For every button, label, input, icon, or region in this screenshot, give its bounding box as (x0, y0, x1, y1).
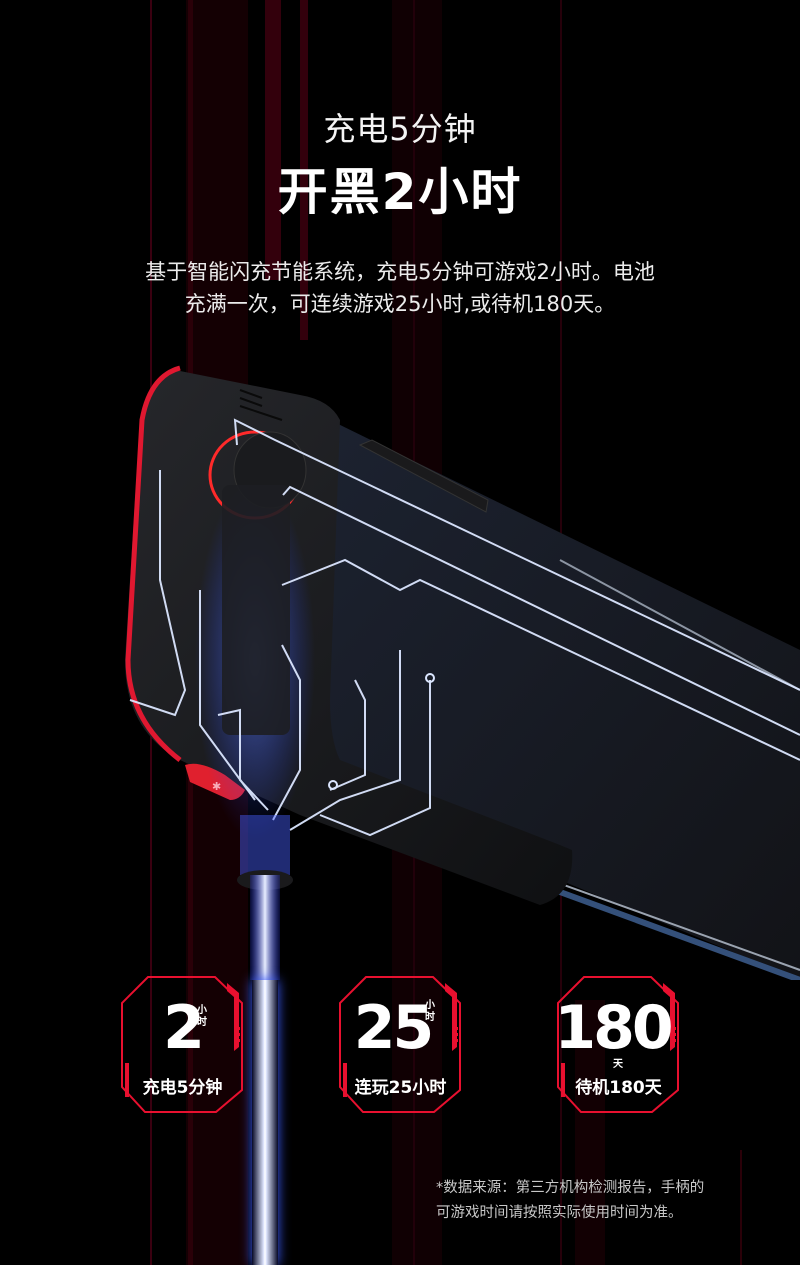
hud-frame-icon (121, 976, 243, 1113)
gamepad-illustration: ✱ (125, 365, 800, 985)
charging-cable-beam (252, 980, 278, 1265)
hud-frame-icon (339, 976, 461, 1113)
product-image: ✱ (0, 350, 800, 985)
stat-value: 25 (353, 993, 435, 1063)
stat-unit: 小时 (425, 1000, 435, 1023)
description-line-1: 基于智能闪充节能系统，充电5分钟可游戏2小时。电池 (145, 260, 655, 284)
stat-value: 2 (163, 993, 205, 1063)
description-line-2: 充满一次，可连续游戏25小时,或待机180天。 (184, 292, 616, 316)
stat-card-playtime: 25 小时 连玩25小时 (338, 975, 463, 1115)
stat-label: 待机180天 (575, 1078, 662, 1098)
stat-label: 充电5分钟 (142, 1078, 223, 1098)
footnote-line-1: *数据来源：第三方机构检测报告，手柄的 (436, 1180, 705, 1196)
data-source-footnote: *数据来源：第三方机构检测报告，手柄的 可游戏时间请按照实际使用时间为准。 (436, 1176, 766, 1226)
stat-unit: 天 (613, 1059, 623, 1070)
stat-card-standby: 180 天 待机180天 (554, 975, 681, 1115)
hud-frame-icon (557, 976, 679, 1113)
headline-title: 开黑2小时 (277, 163, 523, 221)
headline-subtitle: 充电5分钟 (323, 110, 477, 148)
stat-value: 180 (554, 993, 673, 1063)
stat-card-charge: 2 小时 充电5分钟 (120, 975, 245, 1115)
stat-label: 连玩25小时 (354, 1078, 447, 1098)
stat-unit: 小时 (197, 1005, 207, 1028)
feature-description: 基于智能闪充节能系统，充电5分钟可游戏2小时。电池 充满一次，可连续游戏25小时… (60, 256, 740, 320)
footnote-line-2: 可游戏时间请按照实际使用时间为准。 (436, 1205, 683, 1221)
